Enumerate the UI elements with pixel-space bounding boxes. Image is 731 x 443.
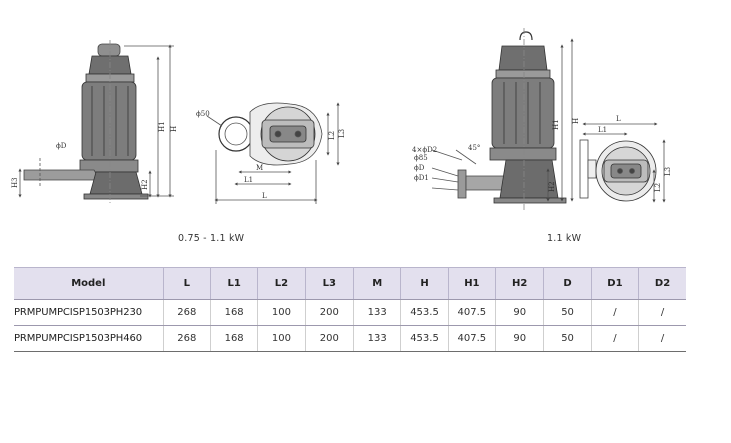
header-D1: D1 [591,267,640,300]
cell-model: PRMPUMPCISP1503PH460 [14,325,164,352]
cell-H1: 407.5 [448,325,497,352]
cell-H: 453.5 [400,325,449,352]
label-angle: 45° [468,144,480,152]
cell-L2: 100 [257,325,306,352]
label-phi50: ϕ50 [196,110,210,118]
label-H-right: H [572,118,580,124]
label-pcd: ϕ85 [414,154,428,162]
pump-side-view-left [23,40,149,205]
table-row: PRMPUMPCISP1503PH230 268 168 100 200 133… [14,299,686,326]
cell-M: 133 [353,299,402,326]
label-L-left: L [262,192,267,200]
label-L-right: L [616,115,621,123]
table-row: PRMPUMPCISP1503PH460 268 168 100 200 133… [14,325,686,352]
cell-L2: 100 [257,299,306,326]
label-L3-left: L3 [338,129,346,138]
cell-L: 268 [163,325,211,352]
label-H2-right: H2 [548,181,556,192]
header-H: H [400,267,449,300]
cell-model: PRMPUMPCISP1503PH230 [14,299,164,326]
label-H1-right: H1 [552,119,560,130]
cell-D: 50 [543,299,592,326]
cell-D1: / [591,299,640,326]
label-H3-left: H3 [11,177,19,188]
header-D: D [543,267,592,300]
label-L3-right: L3 [664,167,672,176]
caption-right-power: 1.1 kW [547,233,582,244]
cell-M: 133 [353,325,402,352]
header-model: Model [14,267,164,300]
label-H1-left: H1 [158,121,166,132]
caption-left-power: 0.75 - 1.1 kW [178,233,245,244]
specification-table: Model L L1 L2 L3 M H H1 H2 D D1 D2 PRMPU… [14,267,686,352]
table-header-row: Model L L1 L2 L3 M H H1 H2 D D1 D2 [14,267,686,300]
cell-H2: 90 [495,325,545,352]
cell-H1: 407.5 [448,299,497,326]
cell-L: 268 [163,299,211,326]
cell-D2: / [638,299,686,326]
pump-dimension-drawings: ϕ50 ϕD H H1 H2 H3 L L1 M L3 L2 4×ϕD2 ϕ85… [11,28,672,210]
cell-D2: / [638,325,686,352]
label-M-left: M [256,164,263,172]
cell-L3: 200 [305,299,355,326]
pump-side-view-right [457,28,567,210]
label-L2-left: L2 [328,131,336,140]
technical-drawings: ϕ50 ϕD H H1 H2 H3 L L1 M L3 L2 4×ϕD2 ϕ85… [11,28,672,210]
cell-D1: / [591,325,640,352]
cell-L3: 200 [305,325,355,352]
label-L1-left: L1 [244,176,253,184]
cell-H: 453.5 [400,299,449,326]
label-phiD-left: ϕD [56,142,67,150]
pump-top-view-left [218,102,323,166]
cell-D: 50 [543,325,592,352]
header-D2: D2 [638,267,686,300]
label-phiD-right: ϕD [414,164,425,172]
cell-L1: 168 [210,299,259,326]
label-phiD1-right: ϕD1 [414,174,429,182]
label-H-left: H [170,126,178,132]
header-L3: L3 [305,267,355,300]
header-L1: L1 [210,267,259,300]
header-H2: H2 [495,267,545,300]
header-L2: L2 [257,267,306,300]
header-M: M [353,267,402,300]
label-holes: 4×ϕD2 [412,146,437,154]
label-H2-left: H2 [141,179,149,190]
cell-H2: 90 [495,299,545,326]
header-L: L [163,267,211,300]
label-L2-right: L2 [654,183,662,192]
cell-L1: 168 [210,325,259,352]
label-L1-right: L1 [598,126,607,134]
header-H1: H1 [448,267,497,300]
pump-top-view-right [579,139,657,202]
